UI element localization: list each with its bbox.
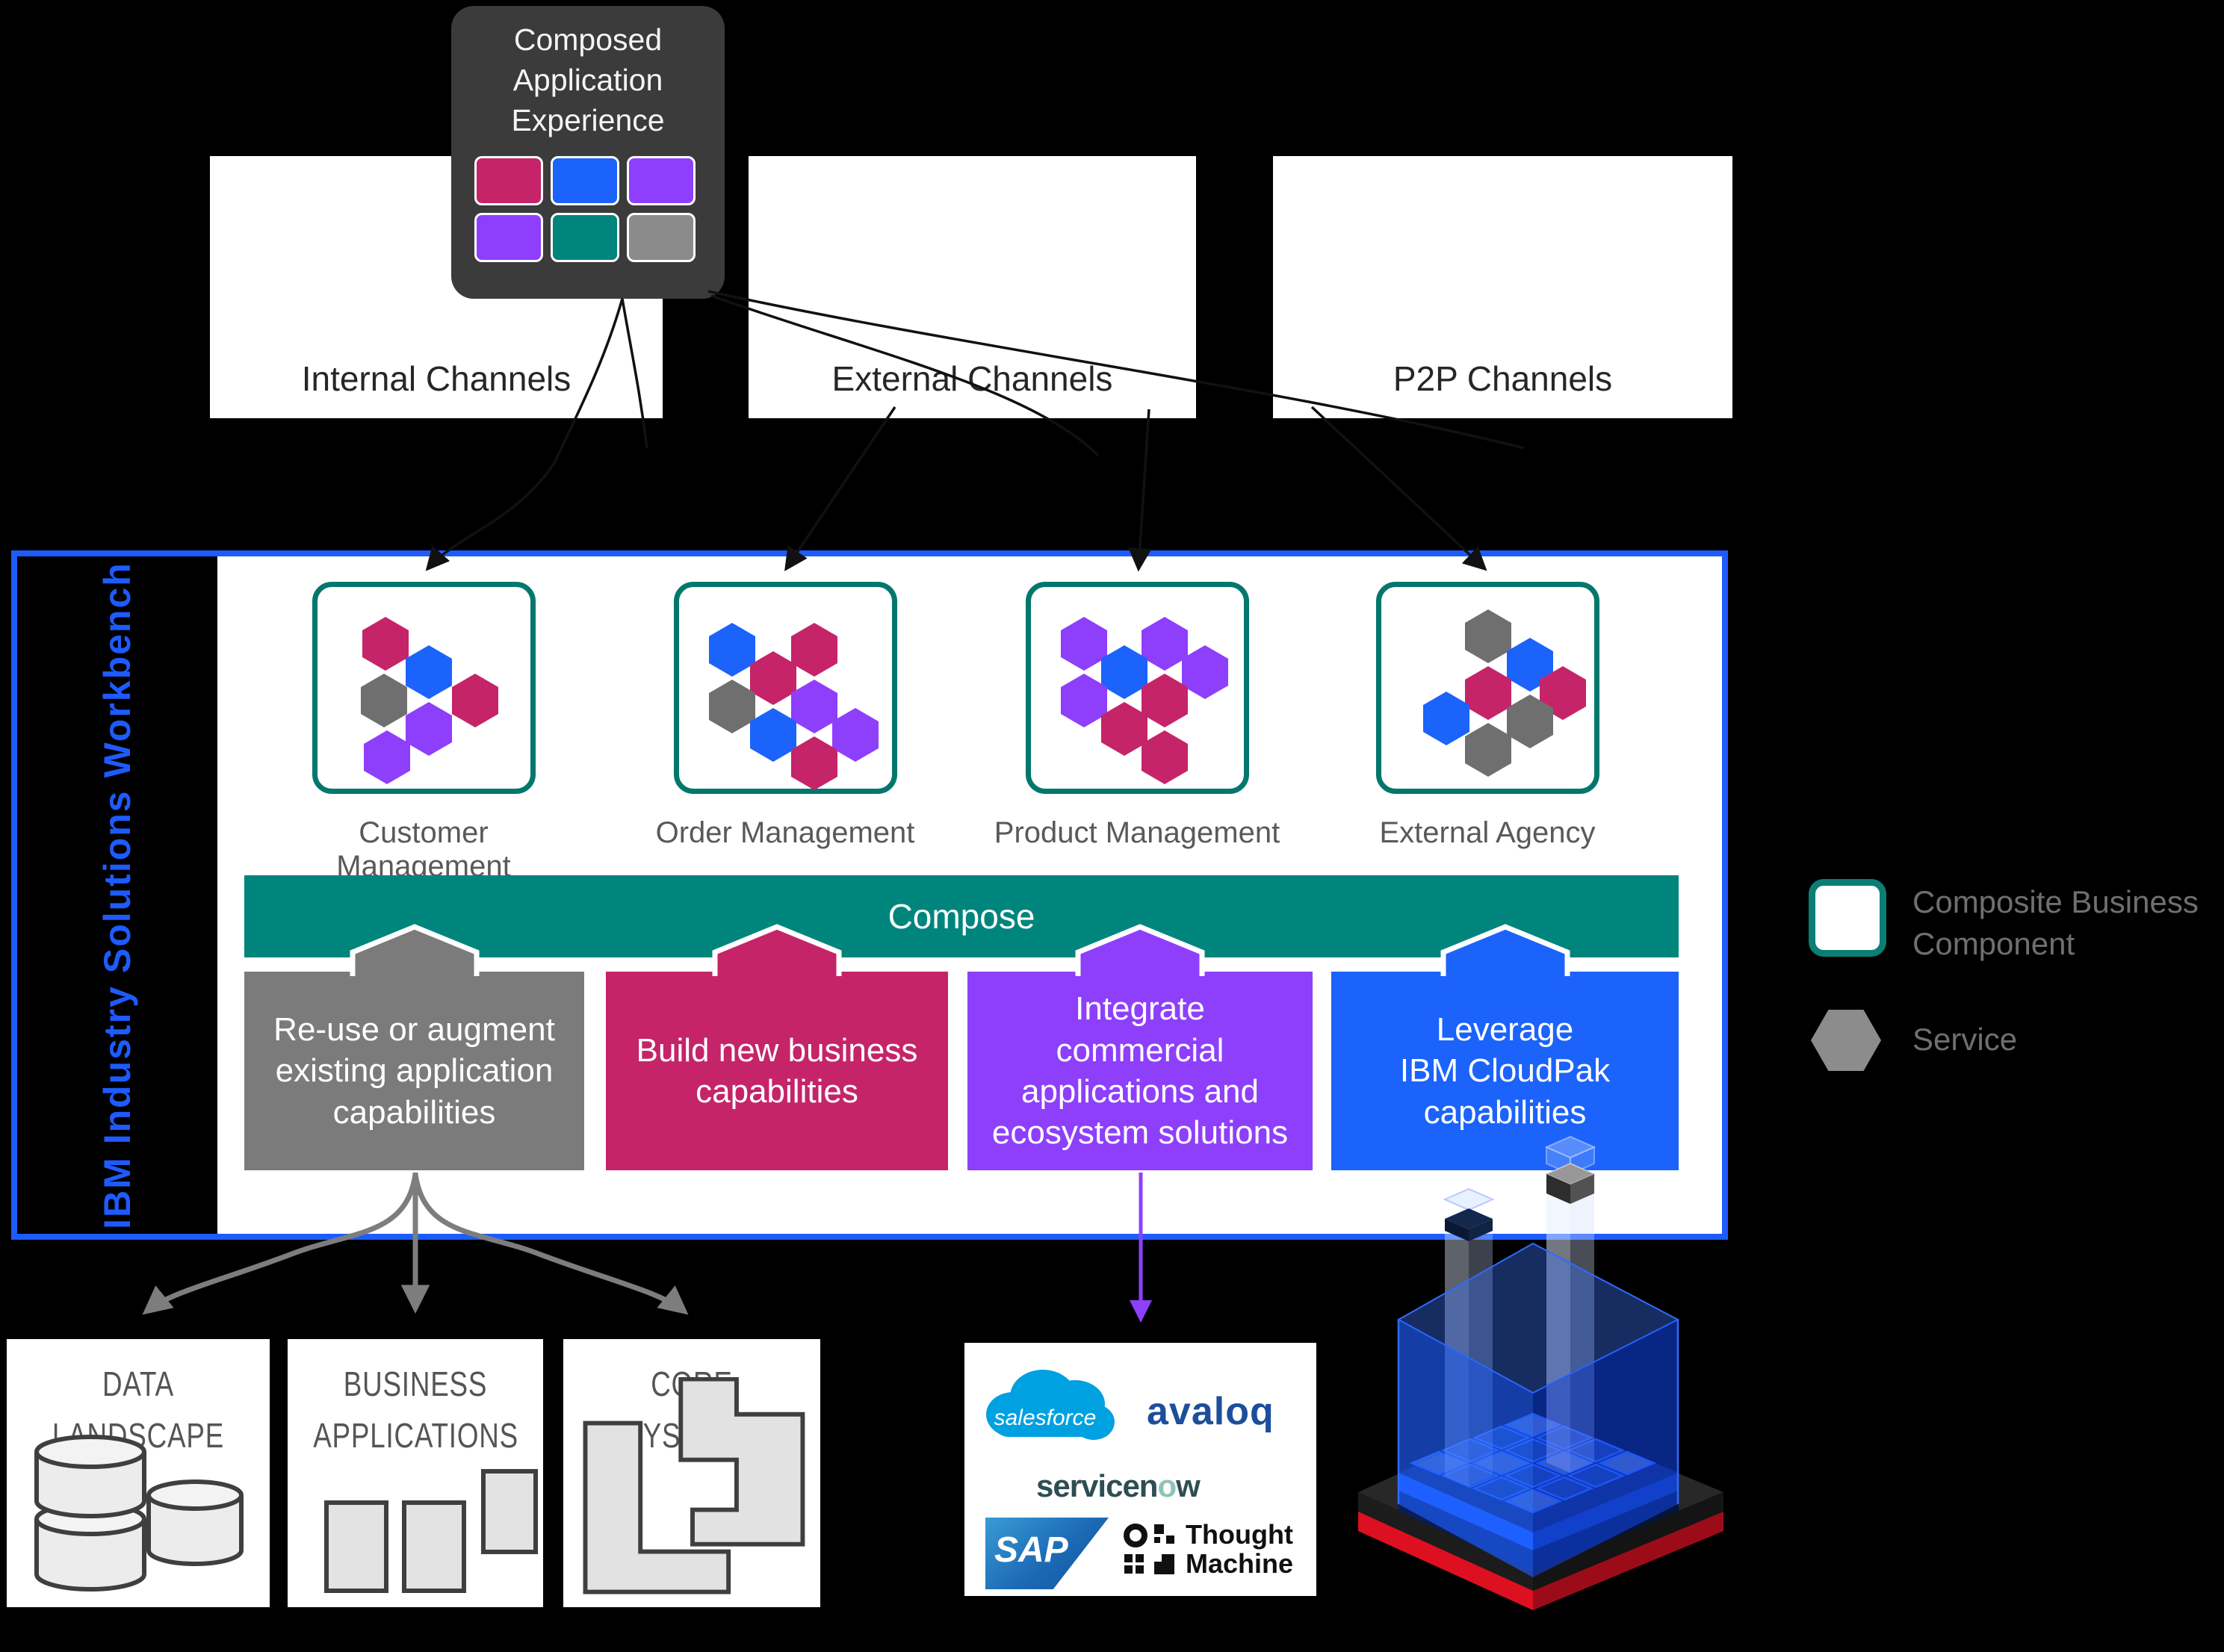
connector-tab xyxy=(1075,924,1205,976)
service-hexagon xyxy=(406,702,452,756)
composed-application-experience-card: Composed Application Experience xyxy=(451,6,725,299)
connector-tab xyxy=(350,924,479,976)
action-leverage-label: Leverage IBM CloudPak capabilities xyxy=(1399,1010,1611,1131)
legend-service-hexagon-icon xyxy=(1811,1010,1881,1071)
p2p-channels-label: P2P Channels xyxy=(1393,359,1613,398)
service-hexagon xyxy=(1423,692,1469,745)
business-applications-title: BUSINESS APPLICATIONS xyxy=(313,1364,518,1455)
workbench-title: IBM Industry Solutions Workbench xyxy=(96,561,139,1229)
order-management-label: Order Management xyxy=(655,816,915,849)
service-hexagon xyxy=(791,680,837,733)
business-applications-box: BUSINESS APPLICATIONS xyxy=(288,1339,543,1607)
external-channels-box: External Channels xyxy=(749,156,1196,418)
component-order-management xyxy=(674,582,897,794)
servicenow-logo: servicenow xyxy=(1036,1468,1201,1503)
service-hexagon xyxy=(709,623,755,677)
thought-machine-logo: Thought Machine xyxy=(1123,1519,1294,1579)
service-hexagon xyxy=(1465,609,1511,663)
action-integrate-commercial: Integrate commercial applications and ec… xyxy=(967,924,1313,1170)
ibm-industry-solutions-workbench: IBM Industry Solutions Workbench Custome… xyxy=(11,550,1728,1240)
core-systems-box: CORE SYSTEMS xyxy=(563,1339,820,1607)
connector-tab xyxy=(712,924,842,976)
avaloq-logo: avaloq xyxy=(1147,1390,1274,1433)
legend-service-label: Service xyxy=(1912,1022,2018,1057)
p2p-channels-box: P2P Channels xyxy=(1273,156,1732,418)
legend-composite-box-icon xyxy=(1809,879,1886,957)
service-hexagon xyxy=(364,730,410,784)
action-leverage-cloudpak: Leverage IBM CloudPak capabilities xyxy=(1331,924,1679,1170)
service-hexagon xyxy=(1142,730,1188,784)
component-product-management xyxy=(1026,582,1249,794)
internal-channels-label: Internal Channels xyxy=(301,359,572,398)
composed-application-experience-title: Composed Application Experience xyxy=(511,22,665,138)
action-integrate-label: Integrate commercial applications and ec… xyxy=(991,990,1289,1152)
external-channels-label: External Channels xyxy=(831,359,1113,398)
service-hexagon xyxy=(1182,645,1228,699)
sap-logo: SAP xyxy=(985,1518,1109,1589)
legend-composite-label: Composite Business Component xyxy=(1912,884,2199,961)
service-hexagon xyxy=(709,680,755,733)
application-tile xyxy=(474,213,543,262)
data-landscape-box: DATA LANDSCAPE xyxy=(7,1339,270,1607)
service-hexagon xyxy=(1465,666,1511,720)
service-hexagon xyxy=(1142,617,1188,671)
service-hexagon xyxy=(1061,617,1107,671)
service-hexagon xyxy=(452,674,498,727)
ecosystem-vendors-box: salesforce avaloq servicenow SAP Thought… xyxy=(964,1343,1316,1596)
core-system-shapes-icon xyxy=(583,1377,805,1594)
salesforce-logo: salesforce xyxy=(986,1370,1115,1440)
workbench-title-strip: IBM Industry Solutions Workbench xyxy=(17,556,217,1234)
application-tile-grid xyxy=(471,152,705,266)
thought-machine-wordmark: Thought Machine xyxy=(1186,1519,1294,1579)
service-hexagon xyxy=(1142,674,1188,727)
customer-management-label: Customer Management xyxy=(336,816,511,883)
product-management-label: Product Management xyxy=(994,816,1280,849)
action-reuse-capabilities: Re-use or augment existing application c… xyxy=(244,924,584,1170)
action-reuse-label: Re-use or augment existing application c… xyxy=(273,1010,555,1131)
application-tile xyxy=(551,156,619,205)
service-hexagon xyxy=(750,708,796,762)
svg-text:salesforce: salesforce xyxy=(994,1406,1097,1430)
service-hexagon xyxy=(361,674,407,727)
application-tile xyxy=(551,213,619,262)
database-cylinders-icon xyxy=(34,1435,244,1592)
component-external-agency xyxy=(1376,582,1599,794)
service-hexagon xyxy=(832,708,879,762)
service-hexagon xyxy=(362,617,409,671)
service-hexagon xyxy=(1465,723,1511,777)
platform-cube-grid xyxy=(1409,1412,1657,1514)
service-hexagon xyxy=(1101,645,1147,699)
thought-machine-glyph-icon xyxy=(1124,1523,1174,1574)
service-hexagon xyxy=(750,651,796,705)
service-hexagon xyxy=(1061,674,1107,727)
service-hexagon xyxy=(406,645,452,699)
service-hexagon xyxy=(791,623,837,677)
component-customer-management xyxy=(312,582,536,794)
external-agency-label: External Agency xyxy=(1379,816,1596,849)
application-tile xyxy=(627,156,696,205)
service-hexagon xyxy=(1101,702,1147,756)
service-hexagon xyxy=(791,736,837,790)
connector-tab xyxy=(1440,924,1570,976)
action-build-new-capabilities: Build new business capabilities xyxy=(606,924,948,1170)
compose-bar: Compose xyxy=(244,875,1679,957)
compose-label: Compose xyxy=(888,897,1035,936)
action-build-label: Build new business capabilities xyxy=(636,1031,918,1110)
application-blocks-icon xyxy=(324,1469,538,1593)
application-tile xyxy=(627,213,696,262)
application-tile xyxy=(474,156,543,205)
